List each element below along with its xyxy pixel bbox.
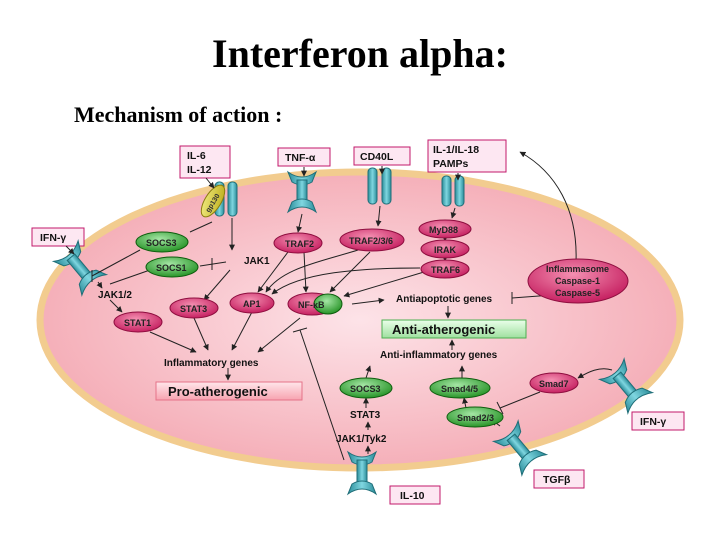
ligand-ifng-right: IFN-γ [631,411,685,431]
node-myd88: MyD88 [418,219,472,239]
outcome-pro-atherogenic: Pro-atherogenic [155,381,303,401]
receptor-tnf [286,170,318,214]
ligand-il10: IL-10 [389,485,441,505]
node-traf6: TRAF6 [420,259,470,279]
node-socs3-top: SOCS3 [135,231,189,253]
ligand-pamps-label: PAMPs [433,158,469,170]
svg-text:AP1: AP1 [243,299,261,309]
ligand-cd40l: CD40L [353,146,411,166]
label-jak1: JAK1 [244,256,270,267]
svg-text:Smad2/3: Smad2/3 [457,413,494,423]
svg-text:SOCS3: SOCS3 [146,238,177,248]
ligand-ifng-left: IFN-γ [31,227,85,247]
ligand-il1-label: IL-1/IL-18 [433,144,479,156]
ligand-cd40l-label: CD40L [360,151,394,163]
label-antiapoptotic-genes: Antiapoptotic genes [396,294,493,305]
ligand-ifng-left-label: IFN-γ [40,232,66,244]
svg-text:SOCS1: SOCS1 [156,263,187,273]
svg-text:IRAK: IRAK [434,245,456,255]
node-irak: IRAK [420,239,470,259]
receptor-tlr [441,175,465,207]
node-smad7: Smad7 [529,372,579,394]
receptor-ifng-right [597,357,655,415]
outcome-anti-atherogenic: Anti-atherogenic [381,319,527,339]
receptor-tgfb [491,419,549,477]
ligand-tgfb: TGFβ [533,469,585,489]
svg-text:Smad7: Smad7 [539,379,569,389]
node-traf2: TRAF2 [273,232,323,254]
label-stat3-lower: STAT3 [350,410,381,421]
node-inflammasome: Inflammasome Caspase-1 Caspase-5 [527,258,629,304]
ligand-tgfb-label: TGFβ [543,474,571,486]
svg-text:STAT3: STAT3 [180,304,207,314]
node-smad23: Smad2/3 [446,406,504,428]
svg-text:MyD88: MyD88 [429,225,458,235]
svg-text:Pro-atherogenic: Pro-atherogenic [168,384,268,399]
label-jak12: JAK1/2 [98,290,132,301]
receptor-cd40 [367,167,392,205]
ligand-ifng-right-label: IFN-γ [640,416,666,428]
node-traf236: TRAF2/3/6 [339,228,405,252]
ligand-il10-label: IL-10 [400,490,425,502]
label-anti-inflammatory-genes: Anti-inflammatory genes [380,350,498,361]
receptor-ifng-left [51,239,109,297]
page-subtitle: Mechanism of action : [74,102,283,127]
ligand-tnf-label: TNF-α [285,152,316,164]
receptor-il10 [346,450,378,496]
node-socs1: SOCS1 [145,256,199,278]
ligand-il12-label: IL-12 [187,164,212,176]
svg-text:Caspase-5: Caspase-5 [555,288,600,298]
ligand-il6-label: IL-6 [187,150,206,162]
node-nfkb: NF-κB [287,292,343,316]
node-stat3: STAT3 [169,297,219,319]
svg-text:Smad4/5: Smad4/5 [441,384,478,394]
ligand-il1-pamps: IL-1/IL-18 PAMPs [427,139,507,173]
svg-text:Inflammasome: Inflammasome [546,264,609,274]
receptor-gp130: gp130 [200,181,238,218]
svg-text:Caspase-1: Caspase-1 [555,276,600,286]
svg-text:SOCS3: SOCS3 [350,384,381,394]
node-smad45: Smad4/5 [429,377,491,399]
pathway-arrows [65,151,613,461]
svg-text:TRAF6: TRAF6 [431,265,460,275]
ligand-tnf: TNF-α [277,147,331,167]
node-ap1: AP1 [229,292,275,314]
svg-text:STAT1: STAT1 [124,318,151,328]
label-inflammatory-genes: Inflammatory genes [164,358,259,369]
svg-text:TRAF2/3/6: TRAF2/3/6 [349,236,393,246]
node-stat1: STAT1 [113,311,163,333]
ligand-il6-il12: IL-6 IL-12 [179,145,231,179]
svg-text:Anti-atherogenic: Anti-atherogenic [392,322,495,337]
svg-text:TRAF2: TRAF2 [285,239,314,249]
node-socs3-bottom: SOCS3 [339,377,393,399]
svg-text:NF-κB: NF-κB [298,300,325,310]
label-jak1-tyk2: JAK1/Tyk2 [336,434,387,445]
page-title: Interferon alpha: [212,31,508,76]
